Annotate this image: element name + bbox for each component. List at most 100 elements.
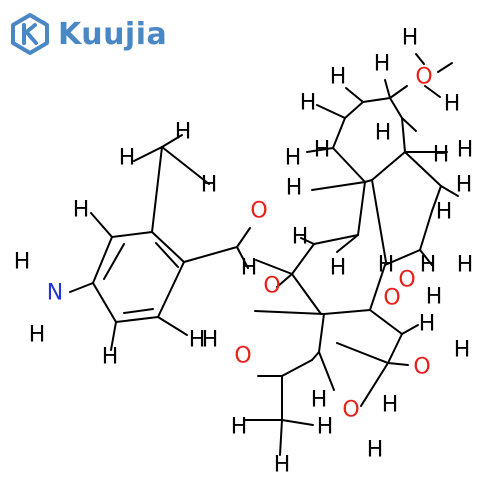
bond: [357, 181, 366, 236]
atom-h-hydroxyl-3: H: [367, 438, 384, 463]
bond: [110, 321, 117, 351]
bond: [311, 351, 320, 361]
bond: [90, 212, 113, 238]
bond: [300, 237, 315, 245]
atom-h-amine-2: H: [29, 323, 46, 348]
atom-h-methyl-1: H: [175, 120, 192, 145]
bond: [291, 243, 315, 275]
bond: [69, 282, 94, 293]
bond: [401, 117, 417, 132]
bond: [401, 117, 406, 153]
atom-o-hydroxyl-3: O: [342, 398, 359, 423]
bond: [332, 117, 346, 149]
atom-h-ring-a-1: H: [330, 65, 347, 90]
atom-h-ring-a-9: H: [457, 138, 474, 163]
double-bond-inner-line: [155, 242, 179, 268]
bond: [157, 316, 188, 336]
atom-h-ring-a-2: H: [374, 52, 391, 77]
bond: [157, 261, 185, 318]
atom-o-hydroxyl-2: O: [413, 355, 430, 380]
bond: [254, 310, 325, 315]
bond: [401, 324, 419, 335]
bond: [311, 181, 366, 191]
bond: [92, 282, 117, 323]
atom-h-ring-a-6: H: [314, 138, 331, 163]
atom-h-methyl-3: H: [201, 173, 218, 198]
bond: [255, 259, 293, 275]
atom-h-ring-b-6: H: [330, 256, 347, 281]
bond: [332, 147, 366, 183]
atom-h-methyl-2: H: [119, 146, 136, 171]
atom-h-hydroxyl-2: H: [454, 338, 471, 363]
bond: [336, 234, 359, 253]
atom-h-ring-c-7: H: [274, 453, 291, 478]
bond: [364, 179, 373, 183]
atom-h-ring-b-10: H: [426, 285, 443, 310]
kuujia-logo: ® Kuujia: [8, 10, 167, 58]
svg-text:®: ®: [41, 20, 47, 27]
bond: [371, 151, 406, 181]
double-bond-inner-line: [103, 243, 125, 280]
bond: [111, 231, 153, 238]
atom-o-ring-1: O: [398, 268, 415, 293]
bond: [161, 146, 210, 185]
bond: [362, 97, 391, 103]
atom-o-top-hydroxyl: O: [415, 65, 432, 90]
bond: [369, 264, 386, 311]
atom-h-ring-c-4: H: [382, 393, 399, 418]
double-bond-inner-line: [123, 308, 154, 314]
atom-h-ring-c-2: H: [419, 312, 436, 337]
atom-h-ring-a-3: H: [300, 91, 317, 116]
atom-o-ring-2: O: [383, 286, 400, 311]
atom-h-ring-c-6: H: [317, 415, 334, 440]
bond: [424, 85, 441, 98]
bond: [92, 236, 113, 284]
bond: [336, 342, 389, 364]
atom-o-ring-3: O: [234, 344, 251, 369]
bond: [281, 359, 313, 377]
bond: [115, 316, 159, 323]
bond: [276, 273, 293, 288]
atom-h-ring-c-5: H: [231, 415, 248, 440]
bond: [306, 147, 334, 153]
bond: [281, 419, 314, 426]
atom-n-amine: N: [47, 281, 63, 306]
atom-h-amine-1: H: [14, 250, 31, 275]
bond: [318, 351, 335, 391]
atom-h-ring-c-3: H: [311, 388, 328, 413]
atom-h-ring-b-2: H: [456, 173, 473, 198]
atom-h-arom-1: H: [73, 198, 90, 223]
bond: [389, 85, 408, 99]
atom-o-ester-1: O: [250, 199, 267, 224]
bond: [291, 273, 322, 315]
bond: [183, 246, 238, 263]
bond: [419, 249, 433, 266]
kuujia-logo-icon: ®: [11, 13, 49, 55]
bond: [318, 313, 325, 353]
atom-h-ring-b-9: H: [457, 253, 474, 278]
atom-h-ring-b-7: H: [378, 253, 395, 278]
atom-h-arom-3: H: [102, 345, 119, 370]
bond: [323, 309, 371, 315]
atom-h-arom-2: H: [189, 328, 206, 353]
bond: [369, 309, 403, 335]
logo-text: Kuujia: [58, 16, 168, 52]
bond: [371, 179, 387, 263]
atom-h-ring-b-1: H: [286, 176, 303, 201]
atom-h-ring-c-1: H: [202, 328, 219, 353]
atom-h-top-hydroxyl: H: [402, 26, 419, 51]
bond: [236, 246, 249, 269]
bond: [384, 79, 391, 99]
atom-h-ring-b-4: H: [292, 225, 309, 250]
bond: [345, 87, 364, 103]
atom-h-ring-a-4: H: [444, 92, 461, 117]
atom-h-ring-a-8: H: [433, 143, 450, 168]
bond: [384, 249, 421, 266]
bond: [133, 146, 163, 162]
bond: [161, 134, 183, 148]
bond: [387, 333, 403, 364]
bond-layer: [69, 53, 459, 456]
atom-h-ring-b-3: H: [436, 200, 453, 225]
